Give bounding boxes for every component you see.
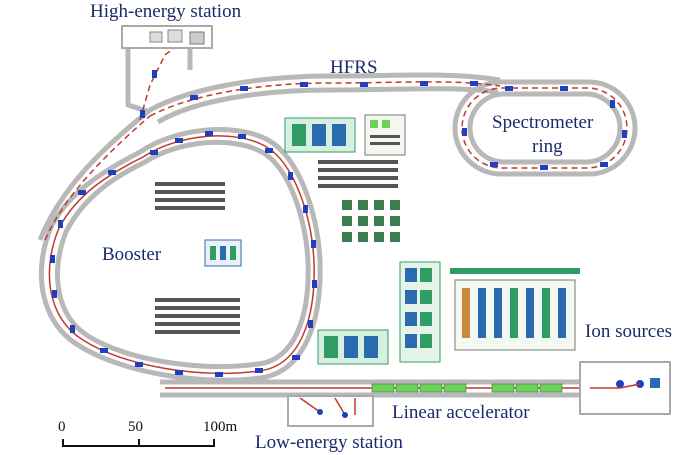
lower-central-equipment	[317, 329, 389, 365]
label-high-energy-station: High-energy station	[90, 1, 242, 22]
central-valve-grid	[342, 200, 400, 242]
booster-dipoles	[50, 131, 317, 377]
central-blocks	[318, 160, 398, 188]
scale-bar	[62, 439, 215, 447]
hfrs-tunnel	[148, 72, 501, 113]
label-linear-accelerator: Linear accelerator	[392, 402, 530, 423]
scale-label-0: 0	[58, 419, 66, 435]
label-hfrs: HFRS	[330, 57, 378, 78]
lower-right-equipment	[399, 261, 580, 363]
scale-label-50: 50	[128, 419, 143, 435]
label-spectrometer-ring-line2: ring	[532, 136, 563, 157]
low-energy-station-building	[287, 395, 374, 427]
label-spectrometer-ring-line1: Spectrometer	[492, 112, 594, 133]
spectrometer-ring-tunnel	[452, 79, 638, 177]
central-equipment-upper	[284, 114, 406, 156]
hfrs-beam	[149, 81, 501, 117]
scale-label-100m: 100m	[203, 419, 238, 435]
label-booster: Booster	[102, 244, 162, 265]
booster-blocks-lower	[155, 298, 240, 334]
ion-sources-building	[579, 361, 671, 415]
linac-cavities	[371, 383, 563, 393]
high-energy-station-building	[121, 25, 213, 49]
label-low-energy-station: Low-energy station	[255, 432, 403, 453]
hfrs-dipoles	[140, 70, 627, 170]
booster-tunnel-inner	[54, 139, 311, 369]
booster-equipment	[204, 239, 242, 267]
label-ion-sources: Ion sources	[585, 321, 673, 342]
booster-blocks-upper	[155, 182, 225, 210]
